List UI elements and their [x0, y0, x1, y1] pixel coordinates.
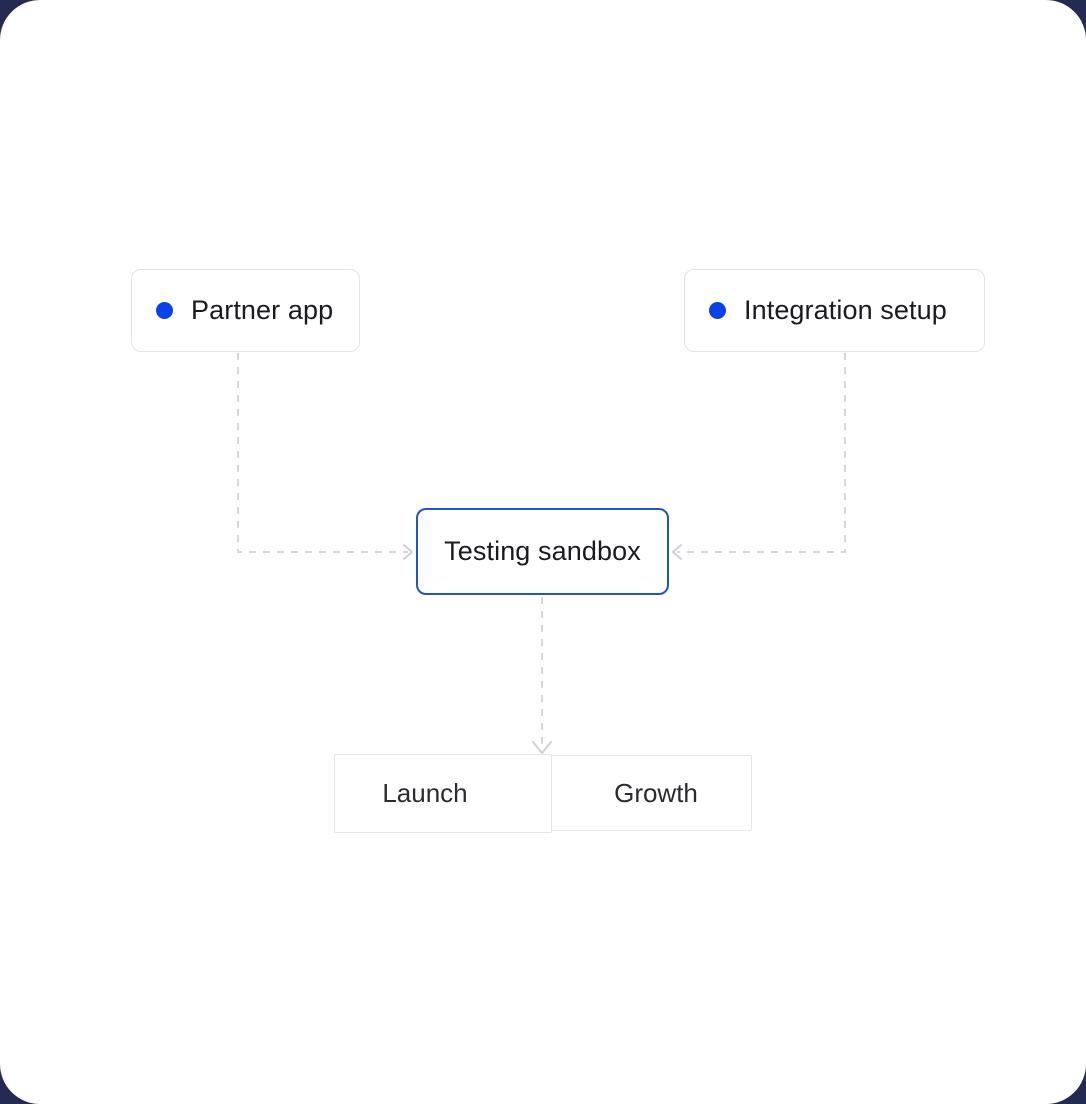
node-label: Growth — [614, 777, 698, 808]
node-testing-sandbox[interactable]: Testing sandbox — [416, 508, 669, 595]
node-launch[interactable]: Launch — [334, 754, 552, 833]
edge-partner-app-to-testing-sandbox — [237, 353, 413, 560]
node-label: Launch — [382, 778, 468, 808]
node-label: Integration setup — [744, 295, 947, 325]
status-dot-icon — [709, 302, 726, 319]
status-dot-icon — [156, 302, 173, 319]
arrowhead-right-icon — [403, 544, 413, 560]
arrowhead-down-icon — [532, 741, 552, 754]
node-partner-app[interactable]: Partner app — [131, 269, 360, 352]
node-label: Testing sandbox — [444, 536, 641, 566]
arrowhead-left-icon — [672, 544, 682, 560]
node-growth[interactable]: Growth — [516, 755, 752, 831]
edge-integration-setup-to-testing-sandbox — [672, 353, 846, 560]
node-label: Partner app — [191, 295, 334, 325]
edge-testing-sandbox-to-launch — [532, 597, 552, 754]
node-integration-setup[interactable]: Integration setup — [684, 269, 985, 352]
